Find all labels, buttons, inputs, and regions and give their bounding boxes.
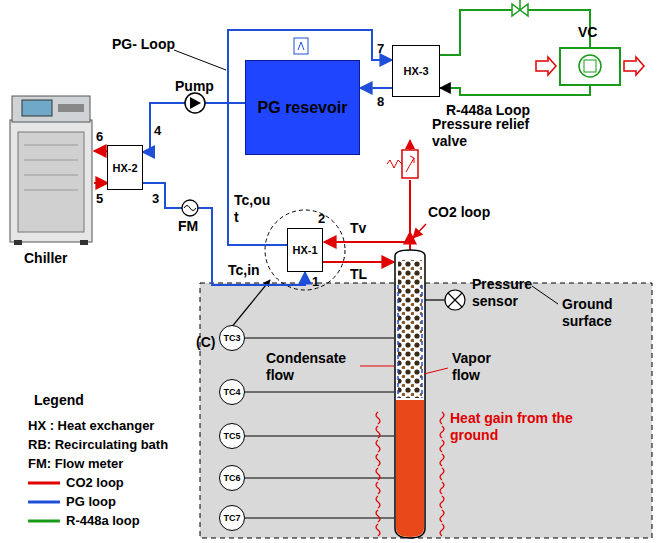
heat-exchanger: HX-2: [107, 145, 142, 190]
temperature-label: TL: [350, 266, 367, 283]
loop-label: CO2 loop: [428, 204, 490, 221]
node-text: HX-3: [401, 65, 430, 77]
port-number: 5: [96, 190, 103, 207]
temperature-label: Tv: [350, 220, 366, 237]
reservoir-box: PG resevoir: [245, 60, 360, 155]
legend-sample: [28, 520, 60, 523]
annotation-label: Vapor flow: [452, 350, 502, 384]
node-text: HX-2: [110, 162, 139, 174]
legend-text: FM: Flow meter: [28, 456, 123, 472]
annotation-label: Condensate flow: [266, 350, 358, 384]
node-text: HX-1: [290, 244, 319, 256]
thermocouple: TC4: [219, 379, 245, 405]
port-number: 3: [152, 190, 159, 207]
thermocouple: TC3: [219, 325, 245, 351]
legend-text: HX : Heat exchanger: [28, 418, 154, 434]
port-number: 4: [154, 122, 161, 139]
heat-exchanger: HX-1: [287, 228, 322, 272]
annotation-label: Ground surface: [562, 296, 642, 330]
legend-sample: [28, 501, 60, 504]
thermocouple: TC7: [219, 505, 245, 531]
node-text: TC4: [223, 387, 240, 397]
heat-exchanger: HX-3: [392, 45, 440, 97]
node-text: TC7: [223, 513, 240, 523]
pump-symbol: [185, 93, 205, 113]
node-text: PG resevoir: [254, 99, 352, 117]
component-label: Pump: [175, 78, 214, 95]
component-label: FM: [178, 218, 198, 235]
loop-label: PG- Loop: [112, 36, 175, 53]
legend-sample: [28, 482, 60, 485]
temperature-label: Tc,in: [228, 262, 260, 279]
annotation-label: Heat gain from the ground: [450, 410, 574, 444]
legend-title: Legend: [34, 392, 84, 409]
legend-text: R-448a loop: [66, 513, 140, 529]
component-label: Pressure sensor: [472, 276, 552, 310]
port-number: 6: [96, 128, 103, 145]
port-number: 2: [318, 210, 325, 227]
component-label: Pressure relief valve: [432, 116, 556, 150]
node-text: TC3: [223, 333, 240, 343]
component-label: VC: [578, 24, 597, 41]
chiller-illustration: [10, 96, 92, 245]
component-label: Chiller: [24, 250, 68, 267]
pipe-connector: [360, 87, 392, 89]
thermocouple: TC5: [219, 423, 245, 449]
legend-text: RB: Recirculating bath: [28, 437, 168, 453]
port-number: 7: [377, 40, 384, 57]
callout-label: (C): [196, 334, 215, 351]
thermocouple: TC6: [219, 465, 245, 491]
pipe-connector: [143, 183, 305, 285]
pipe-connector: [228, 30, 392, 245]
flow-meter-symbol: [182, 200, 198, 216]
temperature-label: Tc,ou t: [234, 192, 278, 226]
legend-text: CO2 loop: [66, 475, 124, 491]
node-text: TC6: [223, 473, 240, 483]
port-number: 1: [312, 273, 319, 290]
node-text: TC5: [223, 431, 240, 441]
port-number: 8: [377, 93, 384, 110]
legend-text: PG loop: [66, 494, 116, 510]
